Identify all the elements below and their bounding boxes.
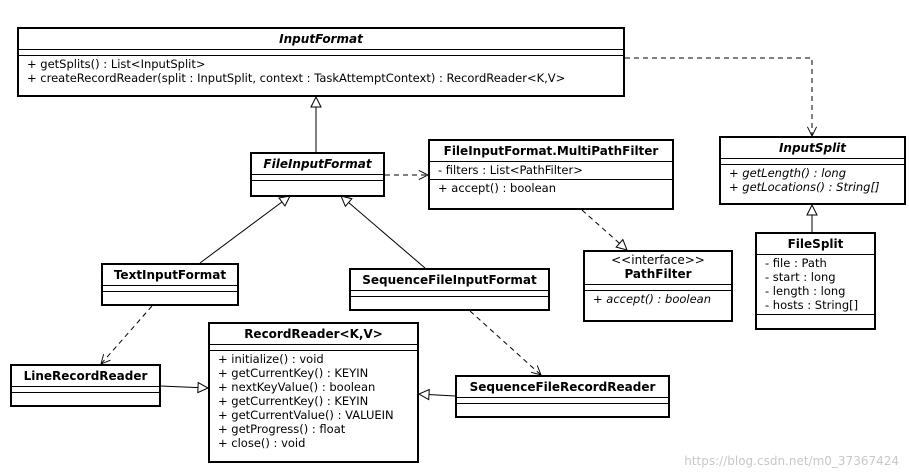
class-name: InputSplit [778,141,847,155]
attributes-compartment: - filters : List<PathFilter> [430,161,672,179]
class-multipathfilter[interactable]: FileInputFormat.MultiPathFilter - filter… [428,139,674,210]
generalization-sequencefileinputformat-fileinputformat [341,196,426,269]
operations-compartment [103,291,237,297]
operation: + getCurrentKey() : KEYIN [218,366,369,380]
operation: + nextKeyValue() : boolean [218,380,376,394]
dependency-sequencefileinputformat-sequencefilerecordreader [469,310,541,375]
attribute: - start : long [765,270,836,284]
class-inputformat[interactable]: InputFormat + getSplits() : List<InputSp… [17,27,625,97]
class-name: TextInputFormat [113,268,227,282]
operations-compartment: + initialize() : void + getCurrentKey() … [210,350,417,452]
generalization-sequencefilerecordreader-recordreader [419,394,456,396]
operations-compartment [12,392,159,398]
attribute: - file : Path [765,256,827,270]
attributes-compartment [12,386,159,392]
class-recordreader[interactable]: RecordReader<K,V> + initialize() : void … [208,322,419,463]
operations-compartment: + getSplits() : List<InputSplit> + creat… [19,55,623,87]
operation: + getCurrentValue() : VALUEIN [218,408,394,422]
operations-compartment [757,314,874,320]
dependency-inputformat-inputsplit [625,57,812,136]
class-name: RecordReader<K,V> [244,327,383,341]
attributes-compartment [721,158,904,164]
attributes-compartment [103,285,237,291]
class-name: LineRecordReader [23,369,148,383]
class-name: FileInputFormat.MultiPathFilter [443,144,659,158]
operations-compartment: + accept() : boolean [585,290,731,308]
dependency-textinputformat-linerecordreader [101,305,153,364]
operation: + getCurrentKey() : KEYIN [218,394,369,408]
operation: + close() : void [218,436,306,450]
class-name: PathFilter [624,267,692,281]
realization-multipathfilter-pathfilter [581,209,627,250]
class-inputsplit[interactable]: InputSplit + getLength() : long + getLoc… [719,136,906,205]
class-fileinputformat[interactable]: FileInputFormat [250,152,385,197]
operation: + getLength() : long [729,166,847,180]
operation: + accept() : boolean [438,181,557,195]
interface-pathfilter[interactable]: <<interface>> PathFilter + accept() : bo… [583,250,733,322]
operation: + getSplits() : List<InputSplit> [27,57,206,71]
class-name: FileSplit [787,237,844,251]
generalization-textinputformat-fileinputformat [199,196,290,264]
operation: + getLocations() : String[] [729,180,880,194]
class-sequencefileinputformat[interactable]: SequenceFileInputFormat [349,268,550,311]
class-name: SequenceFileInputFormat [362,273,537,287]
attribute: - length : long [765,284,846,298]
attributes-compartment [457,397,668,403]
class-textinputformat[interactable]: TextInputFormat [101,263,239,306]
attributes-compartment [585,284,731,290]
class-sequencefilerecordreader[interactable]: SequenceFileRecordReader [455,375,670,418]
operations-compartment: + getLength() : long + getLocations() : … [721,164,904,196]
operations-compartment [252,180,383,186]
class-name: FileInputFormat [263,157,372,171]
operation: + accept() : boolean [593,292,712,306]
stereotype: <<interface>> [611,253,705,267]
attributes-compartment [252,174,383,180]
attributes-compartment [210,344,417,350]
watermark: https://blog.csdn.net/m0_37367424 [684,454,899,468]
attribute: - filters : List<PathFilter> [438,163,583,177]
class-filesplit[interactable]: FileSplit - file : Path - start : long -… [755,232,876,330]
generalization-linerecordreader-recordreader [159,386,208,388]
class-linerecordreader[interactable]: LineRecordReader [10,364,161,407]
attribute: - hosts : String[] [765,298,859,312]
class-name: InputFormat [279,32,363,46]
operations-compartment [351,296,548,302]
operations-compartment: + accept() : boolean [430,179,672,197]
operation: + createRecordReader(split : InputSplit,… [27,71,566,85]
operations-compartment [457,403,668,409]
attributes-compartment [351,290,548,296]
class-name: SequenceFileRecordReader [469,380,656,394]
operation: + getProgress() : float [218,422,346,436]
attributes-compartment: - file : Path - start : long - length : … [757,254,874,314]
attributes-compartment [19,49,623,55]
operation: + initialize() : void [218,352,324,366]
